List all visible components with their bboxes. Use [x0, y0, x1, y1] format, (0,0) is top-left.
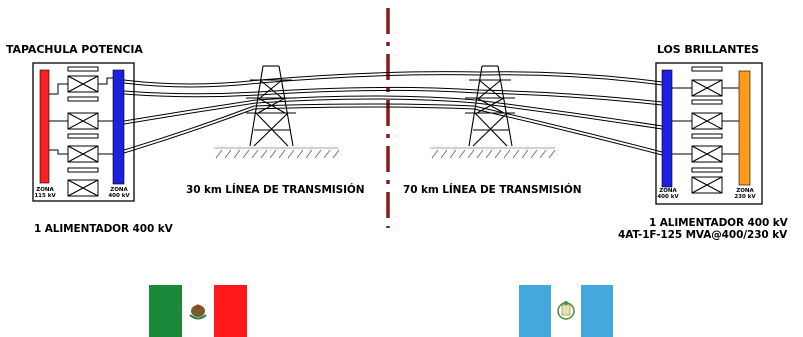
- zone-115kv-label: ZONA 115 kV: [32, 187, 58, 199]
- ground-hatch-mark: [458, 149, 466, 159]
- ground-hatch-mark: [530, 149, 538, 159]
- mexico-coat-of-arms-icon: [189, 304, 207, 320]
- ground-hatch-mark: [287, 149, 295, 159]
- bus-230kv: [738, 70, 751, 186]
- ground-hatch-mark: [476, 149, 484, 159]
- breaker-column-right: [691, 66, 723, 194]
- ground-hatch-mark: [440, 149, 448, 159]
- right-transformer-label: 4AT-1F-125 MVA@400/230 kV: [618, 229, 788, 241]
- ground-hatch-mark: [467, 149, 475, 159]
- left-substation: [32, 62, 135, 202]
- bus-115kv: [39, 69, 50, 184]
- bus-400kv-right: [661, 69, 673, 188]
- ground-hatch-mark: [224, 149, 232, 159]
- zone-label: ZONA: [36, 187, 54, 193]
- left-feeder-label: 1 ALIMENTADOR 400 kV: [34, 223, 173, 235]
- zone-voltage: 115 kV: [34, 193, 56, 199]
- zone-label: ZONA: [736, 188, 754, 194]
- zone-label: ZONA: [659, 188, 677, 194]
- zone-label: ZONA: [110, 187, 128, 193]
- zone-400kv-right-label: ZONA 400 kV: [655, 188, 681, 200]
- ground-hatch-mark: [323, 149, 331, 159]
- guatemala-flag-icon: [519, 285, 613, 337]
- zone-230kv-label: ZONA 230 kV: [732, 188, 758, 200]
- right-substation: [655, 62, 763, 205]
- line-right-label: 70 km LÍNEA DE TRANSMISIÓN: [403, 184, 582, 196]
- bus-400kv-left: [112, 69, 125, 185]
- ground-hatch-mark: [314, 149, 322, 159]
- transmission-conductors: [123, 71, 663, 156]
- ground-hatch-mark: [242, 149, 250, 159]
- ground-hatch-mark: [260, 149, 268, 159]
- mexico-flag-icon: [149, 285, 247, 337]
- ground-hatch-mark: [512, 149, 520, 159]
- ground-hatch-mark: [332, 149, 340, 159]
- ground-hatch-mark: [521, 149, 529, 159]
- ground-hatch-mark: [278, 149, 286, 159]
- ground-hatch-mark: [539, 149, 547, 159]
- ground-hatch-mark: [251, 149, 259, 159]
- line-left-label: 30 km LÍNEA DE TRANSMISIÓN: [186, 184, 365, 196]
- ground-right: [430, 147, 556, 159]
- zone-voltage: 230 kV: [734, 194, 756, 200]
- guatemala-coat-of-arms-icon: [557, 301, 575, 320]
- zone-voltage: 400 kV: [657, 194, 679, 200]
- ground-hatch-mark: [494, 149, 502, 159]
- ground-hatch-mark: [296, 149, 304, 159]
- right-substation-name: LOS BRILLANTES: [657, 43, 759, 56]
- zone-voltage: 400 kV: [108, 193, 130, 199]
- ground-left: [214, 147, 340, 159]
- left-substation-name: TAPACHULA POTENCIA: [6, 43, 143, 56]
- ground-hatch-mark: [431, 149, 439, 159]
- ground-hatch-mark: [503, 149, 511, 159]
- ground-hatch-mark: [485, 149, 493, 159]
- ground-hatch-mark: [305, 149, 313, 159]
- right-feeder-label: 1 ALIMENTADOR 400 kV: [649, 217, 788, 229]
- ground-hatch-mark: [449, 149, 457, 159]
- ground-hatch-mark: [548, 149, 556, 159]
- zone-400kv-left-label: ZONA 400 kV: [106, 187, 132, 199]
- ground-hatch-mark: [233, 149, 241, 159]
- ground-hatch-mark: [269, 149, 277, 159]
- ground-hatch-mark: [215, 149, 223, 159]
- breaker-column-left: [67, 66, 99, 197]
